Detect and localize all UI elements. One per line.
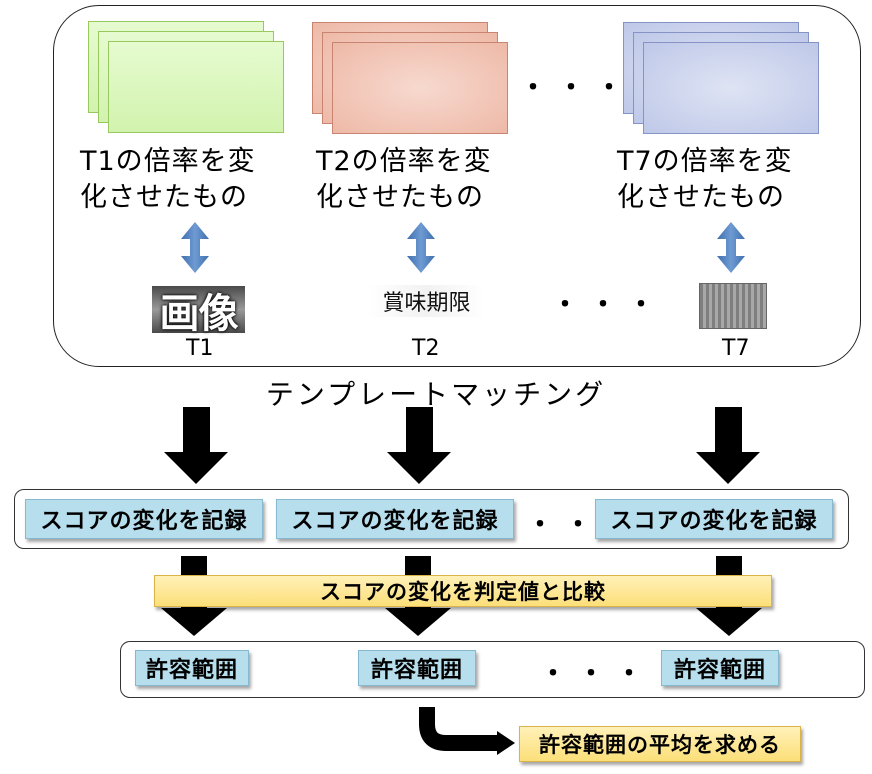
template-label-t7: T7	[722, 336, 750, 361]
scaled-image-card	[332, 42, 508, 134]
bent-arrow-head	[497, 731, 515, 755]
template-image-t2: 賞味期限	[368, 285, 485, 317]
template-image-t1: 画像	[152, 286, 245, 337]
tolerance-box: 許容範囲	[358, 650, 476, 686]
double-arrow-t7	[717, 222, 745, 273]
scaled-image-card	[108, 41, 284, 133]
ellipsis: ・・・	[552, 290, 667, 320]
template-matching-label: テンプレートマッチング	[265, 378, 607, 411]
template-label-t2: T2	[412, 336, 440, 361]
record-score-box: スコアの変化を記録	[25, 499, 263, 539]
down-arrow	[164, 407, 760, 484]
compare-threshold-box: スコアの変化を判定値と比較	[154, 575, 772, 607]
double-arrow-t2	[407, 222, 435, 273]
double-arrow-t1	[181, 222, 209, 273]
variant-label-t7: T7の倍率を変 化させたもの	[617, 146, 793, 213]
average-tolerance-box: 許容範囲の平均を求める	[519, 726, 801, 762]
record-score-box: スコアの変化を記録	[276, 499, 514, 539]
template-label-t1: T1	[186, 336, 214, 361]
tolerance-box: 許容範囲	[661, 650, 779, 686]
ellipsis: ・・・	[540, 659, 655, 689]
scaled-image-card	[643, 42, 819, 134]
record-score-box: スコアの変化を記録	[595, 499, 833, 539]
bent-arrow	[419, 707, 500, 751]
template-image-t7	[699, 283, 767, 329]
ellipsis: ・・・	[520, 73, 635, 103]
variant-label-t2: T2の倍率を変 化させたもの	[316, 146, 492, 213]
variant-label-t1: T1の倍率を変 化させたもの	[80, 146, 256, 213]
tolerance-box: 許容範囲	[135, 650, 249, 686]
